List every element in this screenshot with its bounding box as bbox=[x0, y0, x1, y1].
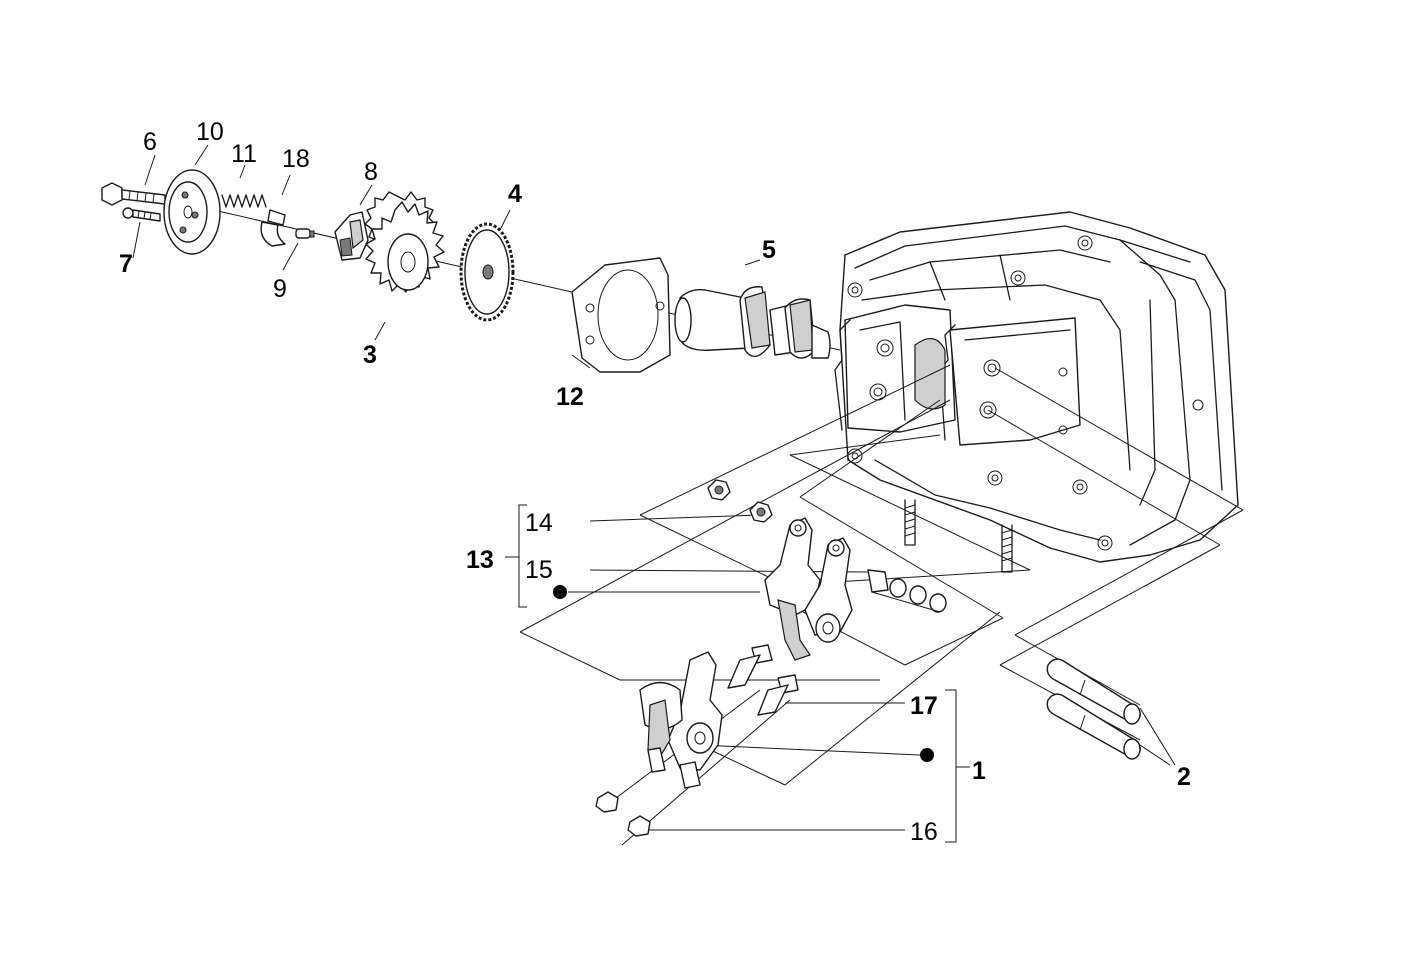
callout-14: 14 bbox=[525, 509, 553, 537]
callout-15: 15 bbox=[525, 556, 553, 584]
bracket-13 bbox=[505, 504, 527, 608]
callout-9: 9 bbox=[273, 275, 287, 303]
bolt-6 bbox=[101, 182, 166, 206]
pin-9 bbox=[295, 228, 315, 239]
callout-17: 17 bbox=[910, 692, 938, 720]
callout-8: 8 bbox=[364, 158, 378, 186]
gasket-12 bbox=[571, 257, 671, 373]
callout-labels: 6 10 11 18 8 4 5 7 9 3 12 14 13 15 17 1 … bbox=[119, 118, 1191, 846]
callout-13: 13 bbox=[466, 546, 494, 574]
spring-11 bbox=[221, 194, 267, 208]
callout-12: 12 bbox=[556, 383, 584, 411]
sprocket-3-body bbox=[365, 201, 445, 293]
cam-pulley-10 bbox=[163, 169, 221, 255]
callout-11: 11 bbox=[231, 140, 257, 168]
weight-18 bbox=[260, 209, 286, 247]
bracket-1 bbox=[945, 689, 970, 843]
nut-14 bbox=[707, 479, 773, 523]
bullet-dot bbox=[920, 748, 934, 762]
callout-4: 4 bbox=[508, 180, 522, 208]
valve-adjuster-17 bbox=[727, 644, 799, 716]
rocker-arm-15 bbox=[764, 517, 853, 661]
callout-16: 16 bbox=[910, 818, 938, 846]
callout-1: 1 bbox=[972, 757, 986, 785]
dowel-pins-2 bbox=[1046, 658, 1141, 760]
bolt-7 bbox=[122, 207, 161, 222]
leader-lines bbox=[132, 144, 1244, 846]
cylinder-head bbox=[834, 211, 1239, 573]
callout-6: 6 bbox=[143, 128, 157, 156]
pad-16 bbox=[595, 791, 651, 837]
rocker-arm-1 bbox=[639, 651, 723, 789]
callout-7: 7 bbox=[119, 250, 133, 278]
camshaft-5 bbox=[674, 286, 831, 359]
callout-3: 3 bbox=[363, 341, 377, 369]
timing-sprocket-4 bbox=[459, 222, 515, 322]
bullet-dot bbox=[553, 585, 567, 599]
decompressor-8 bbox=[334, 211, 369, 261]
callout-5: 5 bbox=[762, 236, 776, 264]
callout-2: 2 bbox=[1177, 763, 1191, 791]
adjusters-15 bbox=[867, 569, 947, 613]
callout-10: 10 bbox=[196, 118, 224, 146]
callout-18: 18 bbox=[282, 145, 310, 173]
